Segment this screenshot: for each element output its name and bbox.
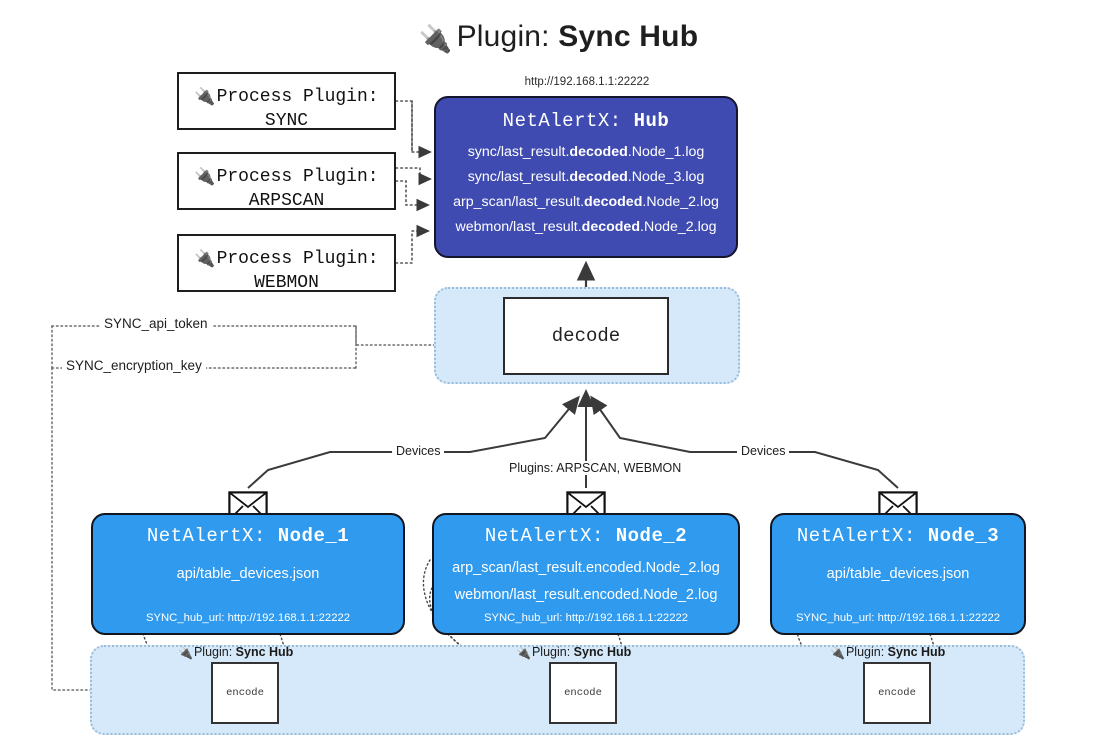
- node-1-line: api/table_devices.json: [176, 566, 320, 582]
- node-1[interactable]: NetAlertX: Node_1 api/table_devices.json…: [91, 513, 405, 635]
- node-3-hub-url: SYNC_hub_url: http://192.168.1.1:22222: [795, 612, 1001, 624]
- label-sync-api-token: SYNC_api_token: [100, 316, 212, 331]
- node-3[interactable]: NetAlertX: Node_3 api/table_devices.json…: [770, 513, 1026, 635]
- plug-icon: 🔌: [418, 24, 453, 54]
- encoder-3-caption: 🔌Plugin: Sync Hub: [830, 645, 946, 660]
- process-plugin-sync-line1: 🔌Process Plugin:: [194, 87, 379, 107]
- process-plugin-webmon[interactable]: 🔌Process Plugin: WEBMON: [177, 234, 396, 293]
- plug-icon: 🔌: [194, 167, 216, 187]
- process-plugin-sync-name: SYNC: [264, 111, 309, 131]
- edge-label-plugins: Plugins: ARPSCAN, WEBMON: [505, 461, 686, 475]
- hub-log-item: webmon/last_result.decoded.Node_2.log: [455, 219, 717, 235]
- page-title-name: Sync Hub: [558, 20, 699, 53]
- node-1-hub-url: SYNC_hub_url: http://192.168.1.1:22222: [145, 612, 351, 624]
- plug-icon: 🔌: [830, 646, 845, 660]
- process-plugin-arpscan-name: ARPSCAN: [248, 191, 325, 211]
- plug-icon: 🔌: [516, 646, 531, 660]
- hub-title: NetAlertX: Hub: [502, 110, 670, 132]
- node-1-title-name: Node_1: [277, 525, 350, 547]
- edge-label-devices-left: Devices: [392, 444, 445, 458]
- process-plugin-arpscan[interactable]: 🔌Process Plugin: ARPSCAN: [177, 152, 396, 211]
- page-title: 🔌Plugin: Sync Hub: [0, 14, 1117, 62]
- edge-label-devices-right: Devices: [737, 444, 790, 458]
- hub-log-item: sync/last_result.decoded.Node_3.log: [467, 169, 705, 185]
- process-plugin-arpscan-line1: 🔌Process Plugin:: [194, 167, 379, 187]
- decode-box[interactable]: decode: [503, 297, 669, 375]
- hub-log-list: sync/last_result.decoded.Node_1.log sync…: [436, 140, 736, 240]
- process-plugin-sync[interactable]: 🔌Process Plugin: SYNC: [177, 72, 396, 131]
- encoder-1-box[interactable]: encode: [211, 662, 279, 724]
- node-1-title: NetAlertX: Node_1: [146, 525, 350, 547]
- process-plugin-webmon-line1: 🔌Process Plugin:: [194, 249, 379, 269]
- node-3-title: NetAlertX: Node_3: [796, 525, 1000, 547]
- node-3-line: api/table_devices.json: [826, 566, 970, 582]
- encoder-2-caption: 🔌Plugin: Sync Hub: [516, 645, 632, 660]
- plug-icon: 🔌: [194, 249, 216, 269]
- hub-log-item: arp_scan/last_result.decoded.Node_2.log: [453, 194, 719, 210]
- node-2[interactable]: NetAlertX: Node_2 arp_scan/last_result.e…: [432, 513, 740, 635]
- hub-title-name: Hub: [633, 110, 670, 132]
- page-title-prefix: Plugin:: [456, 20, 559, 53]
- node-2-hub-url: SYNC_hub_url: http://192.168.1.1:22222: [483, 612, 689, 624]
- hub-url-label: http://192.168.1.1:22222: [524, 76, 650, 88]
- encoder-3-box[interactable]: encode: [863, 662, 931, 724]
- node-2-line: arp_scan/last_result.encoded.Node_2.log: [452, 560, 720, 576]
- plug-icon: 🔌: [178, 646, 193, 660]
- encoder-2-box[interactable]: encode: [549, 662, 617, 724]
- hub-log-item: sync/last_result.decoded.Node_1.log: [467, 144, 705, 160]
- node-2-title-name: Node_2: [615, 525, 688, 547]
- node-3-title-name: Node_3: [927, 525, 1000, 547]
- node-2-line: webmon/last_result.encoded.Node_2.log: [454, 587, 718, 603]
- encoder-1-caption: 🔌Plugin: Sync Hub: [178, 645, 294, 660]
- label-sync-encryption-key: SYNC_encryption_key: [62, 358, 206, 373]
- process-plugin-webmon-name: WEBMON: [254, 273, 319, 293]
- node-2-title: NetAlertX: Node_2: [484, 525, 688, 547]
- hub-node[interactable]: NetAlertX: Hub sync/last_result.decoded.…: [434, 96, 738, 258]
- plug-icon: 🔌: [194, 87, 216, 107]
